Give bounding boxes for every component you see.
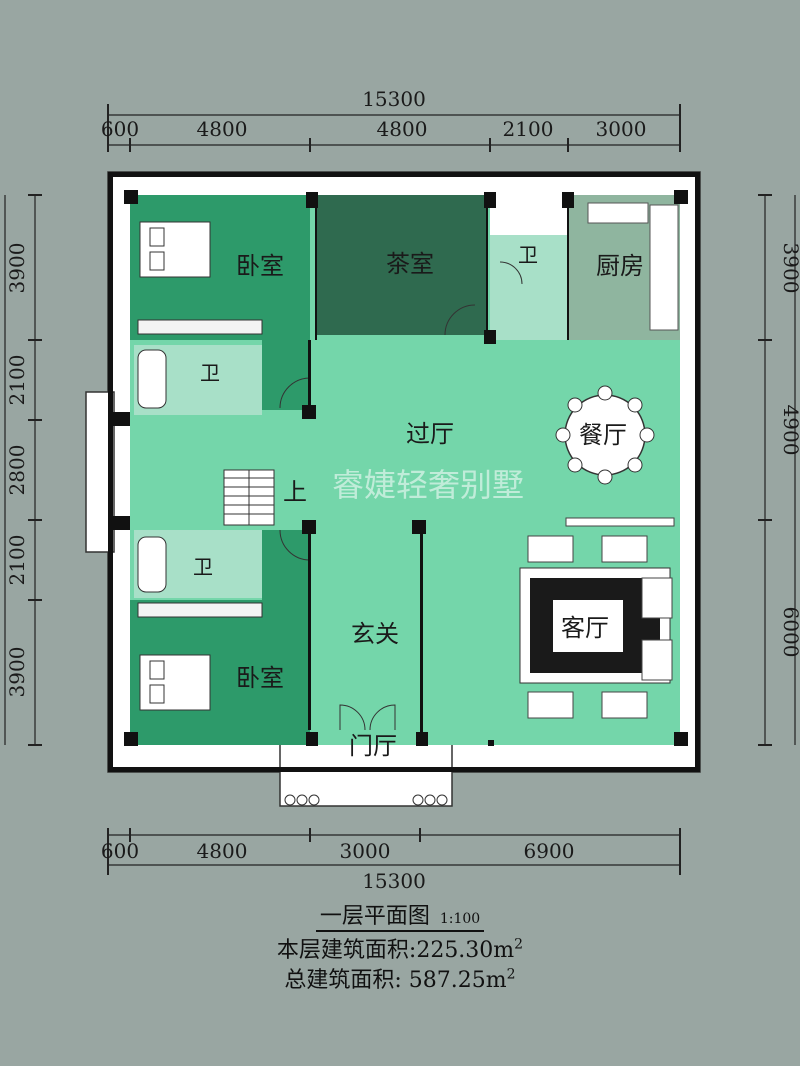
label-entrance: 门厅 bbox=[349, 732, 397, 760]
dim-right-1: 4900 bbox=[779, 405, 800, 456]
label-kitchen: 厨房 bbox=[596, 252, 644, 280]
floor-area-text: 本层建筑面积:225.30m bbox=[276, 938, 515, 963]
label-bath-right: 卫 bbox=[518, 243, 538, 267]
floor-area: 本层建筑面积:225.30m2 bbox=[0, 932, 800, 964]
dim-bottom-3: 6900 bbox=[524, 839, 575, 863]
sofas bbox=[527, 535, 673, 719]
dim-bottom-1: 4800 bbox=[197, 839, 248, 863]
label-tea-room: 茶室 bbox=[386, 250, 434, 278]
dim-right-0: 3900 bbox=[779, 243, 800, 294]
bathtub-top bbox=[137, 349, 167, 409]
dim-left-2: 2800 bbox=[5, 445, 29, 496]
dim-top-3: 2100 bbox=[503, 117, 554, 141]
total-area: 总建筑面积: 587.25m2 bbox=[0, 962, 800, 994]
door-swings bbox=[279, 261, 523, 731]
dim-bottom-2: 3000 bbox=[340, 839, 391, 863]
dining-table bbox=[555, 385, 655, 485]
label-foyer: 玄关 bbox=[351, 620, 399, 648]
bathtub-bottom bbox=[137, 536, 167, 593]
dim-right-2: 6000 bbox=[779, 607, 800, 658]
room-labels: 卧室 茶室 卫 厨房 卫 过厅 餐厅 上 卫 客厅 玄关 卧室 门厅 bbox=[193, 243, 644, 760]
dim-left-0: 3900 bbox=[5, 243, 29, 294]
dim-top-2: 4800 bbox=[377, 117, 428, 141]
label-bedroom-top: 卧室 bbox=[236, 252, 284, 280]
dim-top-0: 600 bbox=[101, 117, 139, 141]
plan-title-text: 一层平面图 bbox=[319, 904, 430, 929]
bath-right-area bbox=[490, 235, 568, 340]
label-stairs-up: 上 bbox=[283, 478, 307, 506]
stairs bbox=[223, 469, 275, 526]
dim-top-total: 15300 bbox=[362, 87, 426, 111]
dim-bottom-total: 15300 bbox=[362, 869, 426, 893]
label-bath-bottom-left: 卫 bbox=[193, 555, 213, 579]
label-hall: 过厅 bbox=[406, 420, 454, 448]
plan-scale: 1:100 bbox=[439, 911, 481, 927]
total-area-text: 总建筑面积: 587.25m bbox=[284, 968, 507, 993]
dim-top-4: 3000 bbox=[596, 117, 647, 141]
bed-bottom bbox=[139, 654, 211, 711]
dim-bottom-0: 600 bbox=[101, 839, 139, 863]
building bbox=[85, 171, 701, 807]
dimension-labels: 15300 600 4800 4800 2100 3000 600 4800 3… bbox=[5, 87, 800, 893]
porch-columns bbox=[284, 794, 448, 806]
tea-room-area bbox=[316, 195, 486, 335]
watermark: 睿婕轻奢别墅 bbox=[332, 466, 524, 504]
plan-title: 一层平面图 1:100 bbox=[0, 898, 800, 932]
dim-left-1: 2100 bbox=[5, 355, 29, 406]
dim-left-3: 2100 bbox=[5, 535, 29, 586]
dim-left-4: 3900 bbox=[5, 647, 29, 698]
total-area-sup: 2 bbox=[506, 966, 516, 983]
label-bedroom-bottom: 卧室 bbox=[236, 664, 284, 692]
floor-area-sup: 2 bbox=[514, 936, 524, 953]
label-living: 客厅 bbox=[561, 614, 609, 642]
dimension-lines bbox=[4, 104, 796, 875]
bed-top bbox=[139, 221, 211, 278]
dim-top-1: 4800 bbox=[197, 117, 248, 141]
label-dining: 餐厅 bbox=[579, 421, 627, 449]
walls bbox=[108, 172, 700, 772]
label-bath-top-left: 卫 bbox=[200, 361, 220, 385]
